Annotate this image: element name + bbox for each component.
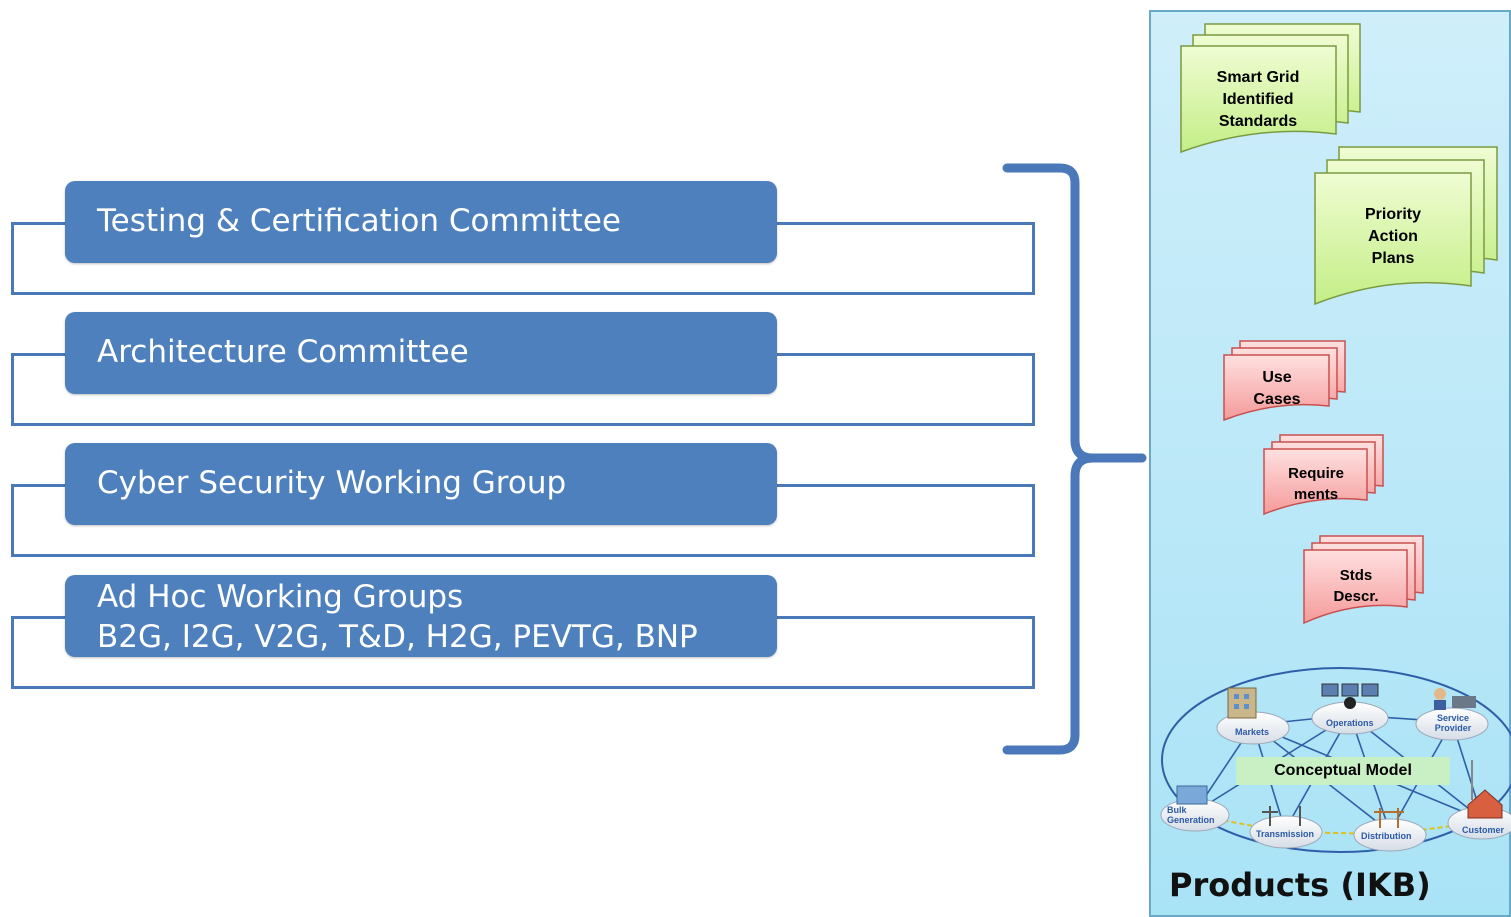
document-stack-priority-action-plans bbox=[1314, 146, 1498, 306]
conceptual-model-label: Conceptual Model bbox=[1236, 757, 1450, 785]
doc-label-priority-action-plans: Priority Action Plans bbox=[1364, 206, 1421, 267]
group-label: Cyber Security Working Group bbox=[97, 465, 567, 501]
building-icon bbox=[1227, 687, 1257, 719]
operator-icon bbox=[1344, 697, 1356, 709]
doc-label-smart-grid: Smart Grid Identified Standards bbox=[1216, 69, 1300, 130]
cloud-distribution bbox=[1353, 818, 1427, 852]
node-label-service-provider: Service Provider bbox=[1434, 713, 1472, 733]
document-stack-use-cases bbox=[1223, 340, 1346, 422]
group-label-line1: Ad Hoc Working Groups bbox=[97, 579, 464, 615]
document-stack-requirements bbox=[1263, 434, 1384, 516]
node-label-markets: Markets bbox=[1235, 727, 1270, 737]
group-label: Testing & Certification Committee bbox=[97, 203, 621, 239]
doc-label-stds-descr: Stds Descr. bbox=[1333, 567, 1379, 605]
group-ad-hoc[interactable]: Ad Hoc Working Groups B2G, I2G, V2G, T&D… bbox=[65, 575, 777, 657]
node-label-customer: Customer bbox=[1462, 825, 1505, 835]
conceptual-model-diagram bbox=[1160, 667, 1511, 853]
document-stack-stds-descr bbox=[1303, 535, 1424, 625]
document-stack-smart-grid bbox=[1180, 23, 1361, 154]
doc-label-requirements: Require ments bbox=[1288, 465, 1344, 503]
node-label-bulk-generation: Bulk Generation bbox=[1167, 805, 1215, 825]
node-label-transmission: Transmission bbox=[1256, 829, 1315, 839]
service-person-icon bbox=[1434, 688, 1446, 700]
truck-icon bbox=[1452, 696, 1476, 708]
group-architecture[interactable]: Architecture Committee bbox=[65, 312, 777, 394]
house-icon bbox=[1467, 789, 1503, 819]
cloud-transmission bbox=[1249, 815, 1323, 849]
node-label-operations: Operations bbox=[1326, 718, 1374, 728]
group-cyber-security[interactable]: Cyber Security Working Group bbox=[65, 443, 777, 525]
doc-label-use-cases: Use Cases bbox=[1253, 369, 1301, 408]
monitor-icon bbox=[1321, 683, 1339, 697]
group-label-line2: B2G, I2G, V2G, T&D, H2G, PEVTG, BNP bbox=[97, 619, 698, 655]
group-label: Architecture Committee bbox=[97, 334, 469, 370]
group-testing-certification[interactable]: Testing & Certification Committee bbox=[65, 181, 777, 263]
power-plant-icon bbox=[1176, 785, 1208, 805]
curly-bracket bbox=[1002, 163, 1147, 755]
products-title: Products (IKB) bbox=[1169, 866, 1431, 904]
node-label-distribution: Distribution bbox=[1361, 831, 1412, 841]
